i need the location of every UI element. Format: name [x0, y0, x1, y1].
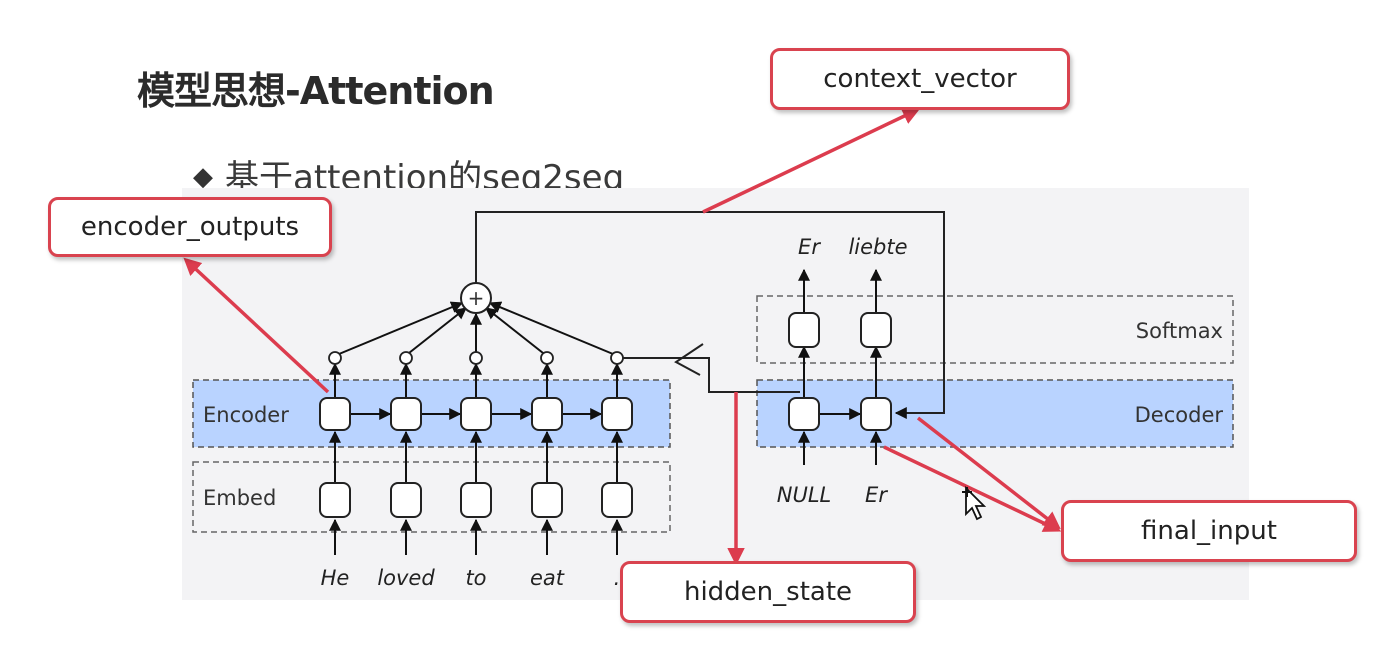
encoder-cell — [390, 397, 422, 431]
encoder-output-nodes — [328, 351, 624, 365]
final-input-pointer-1 — [916, 416, 1061, 530]
final-input-callout: final_input — [1061, 500, 1357, 562]
mouse-cursor-icon — [962, 485, 987, 521]
input-word-to: to — [465, 566, 486, 590]
encoder-output-node — [328, 351, 342, 365]
input-word-he: He — [321, 566, 350, 590]
embed-cell — [601, 482, 633, 518]
softmax-label: Softmax — [1136, 319, 1223, 343]
decoder-input-er: Er — [865, 483, 888, 507]
attention-arrow — [408, 307, 467, 354]
decoder-input-null: NULL — [777, 483, 831, 507]
context-vector-line — [475, 211, 945, 419]
attention-arrow — [488, 301, 614, 355]
input-word-eat: eat — [530, 566, 565, 590]
attention-sum-node — [460, 282, 492, 314]
context-vector-callout: context_vector — [770, 48, 1070, 110]
sum-symbol: + — [468, 286, 485, 310]
decoder-label: Decoder — [1135, 403, 1224, 427]
softmax-cell — [788, 312, 820, 348]
embed-cell — [390, 482, 422, 518]
encoder-label: Encoder — [203, 403, 289, 427]
decoder-cell — [860, 397, 892, 431]
context-vector-pointer — [702, 108, 921, 214]
decoder-cells — [788, 312, 892, 431]
output-word-er: Er — [798, 235, 821, 259]
encoder-outputs-pointer — [183, 257, 330, 394]
encoder-cell — [460, 397, 492, 431]
input-word-period: . — [614, 566, 621, 590]
annotation-arrows — [183, 108, 1062, 566]
embed-cell — [460, 482, 492, 518]
encoder-outputs-callout: encoder_outputs — [48, 197, 332, 257]
encoder-cells — [319, 397, 633, 431]
encoder-cell — [601, 397, 633, 431]
encoder-output-node — [610, 351, 624, 365]
encoder-network — [329, 301, 623, 555]
encoder-output-node — [469, 351, 483, 365]
attention-arrow — [485, 307, 544, 354]
output-word-liebte: liebte — [848, 235, 907, 259]
attention-arrow — [338, 301, 464, 355]
decoder-cell — [788, 397, 820, 431]
encoder-output-node — [540, 351, 554, 365]
encoder-cell — [319, 397, 351, 431]
encoder-cell — [531, 397, 563, 431]
hand-drawn-arrow-mark — [674, 343, 704, 376]
embed-cells — [319, 482, 633, 518]
softmax-band — [756, 295, 1234, 364]
hidden-state-callout: hidden_state — [620, 561, 916, 623]
hidden-state-line — [621, 357, 800, 393]
embed-label: Embed — [203, 486, 276, 510]
softmax-cell — [860, 312, 892, 348]
final-input-pointer-2 — [883, 445, 1062, 532]
diamond-bullet-icon: ◆ — [193, 162, 213, 192]
slide-title: 模型思想-Attention — [137, 69, 495, 113]
embed-cell — [319, 482, 351, 518]
embed-cell — [531, 482, 563, 518]
encoder-output-node — [399, 351, 413, 365]
decoder-network — [798, 268, 882, 465]
embed-band — [192, 461, 671, 533]
input-word-loved: loved — [377, 566, 435, 590]
